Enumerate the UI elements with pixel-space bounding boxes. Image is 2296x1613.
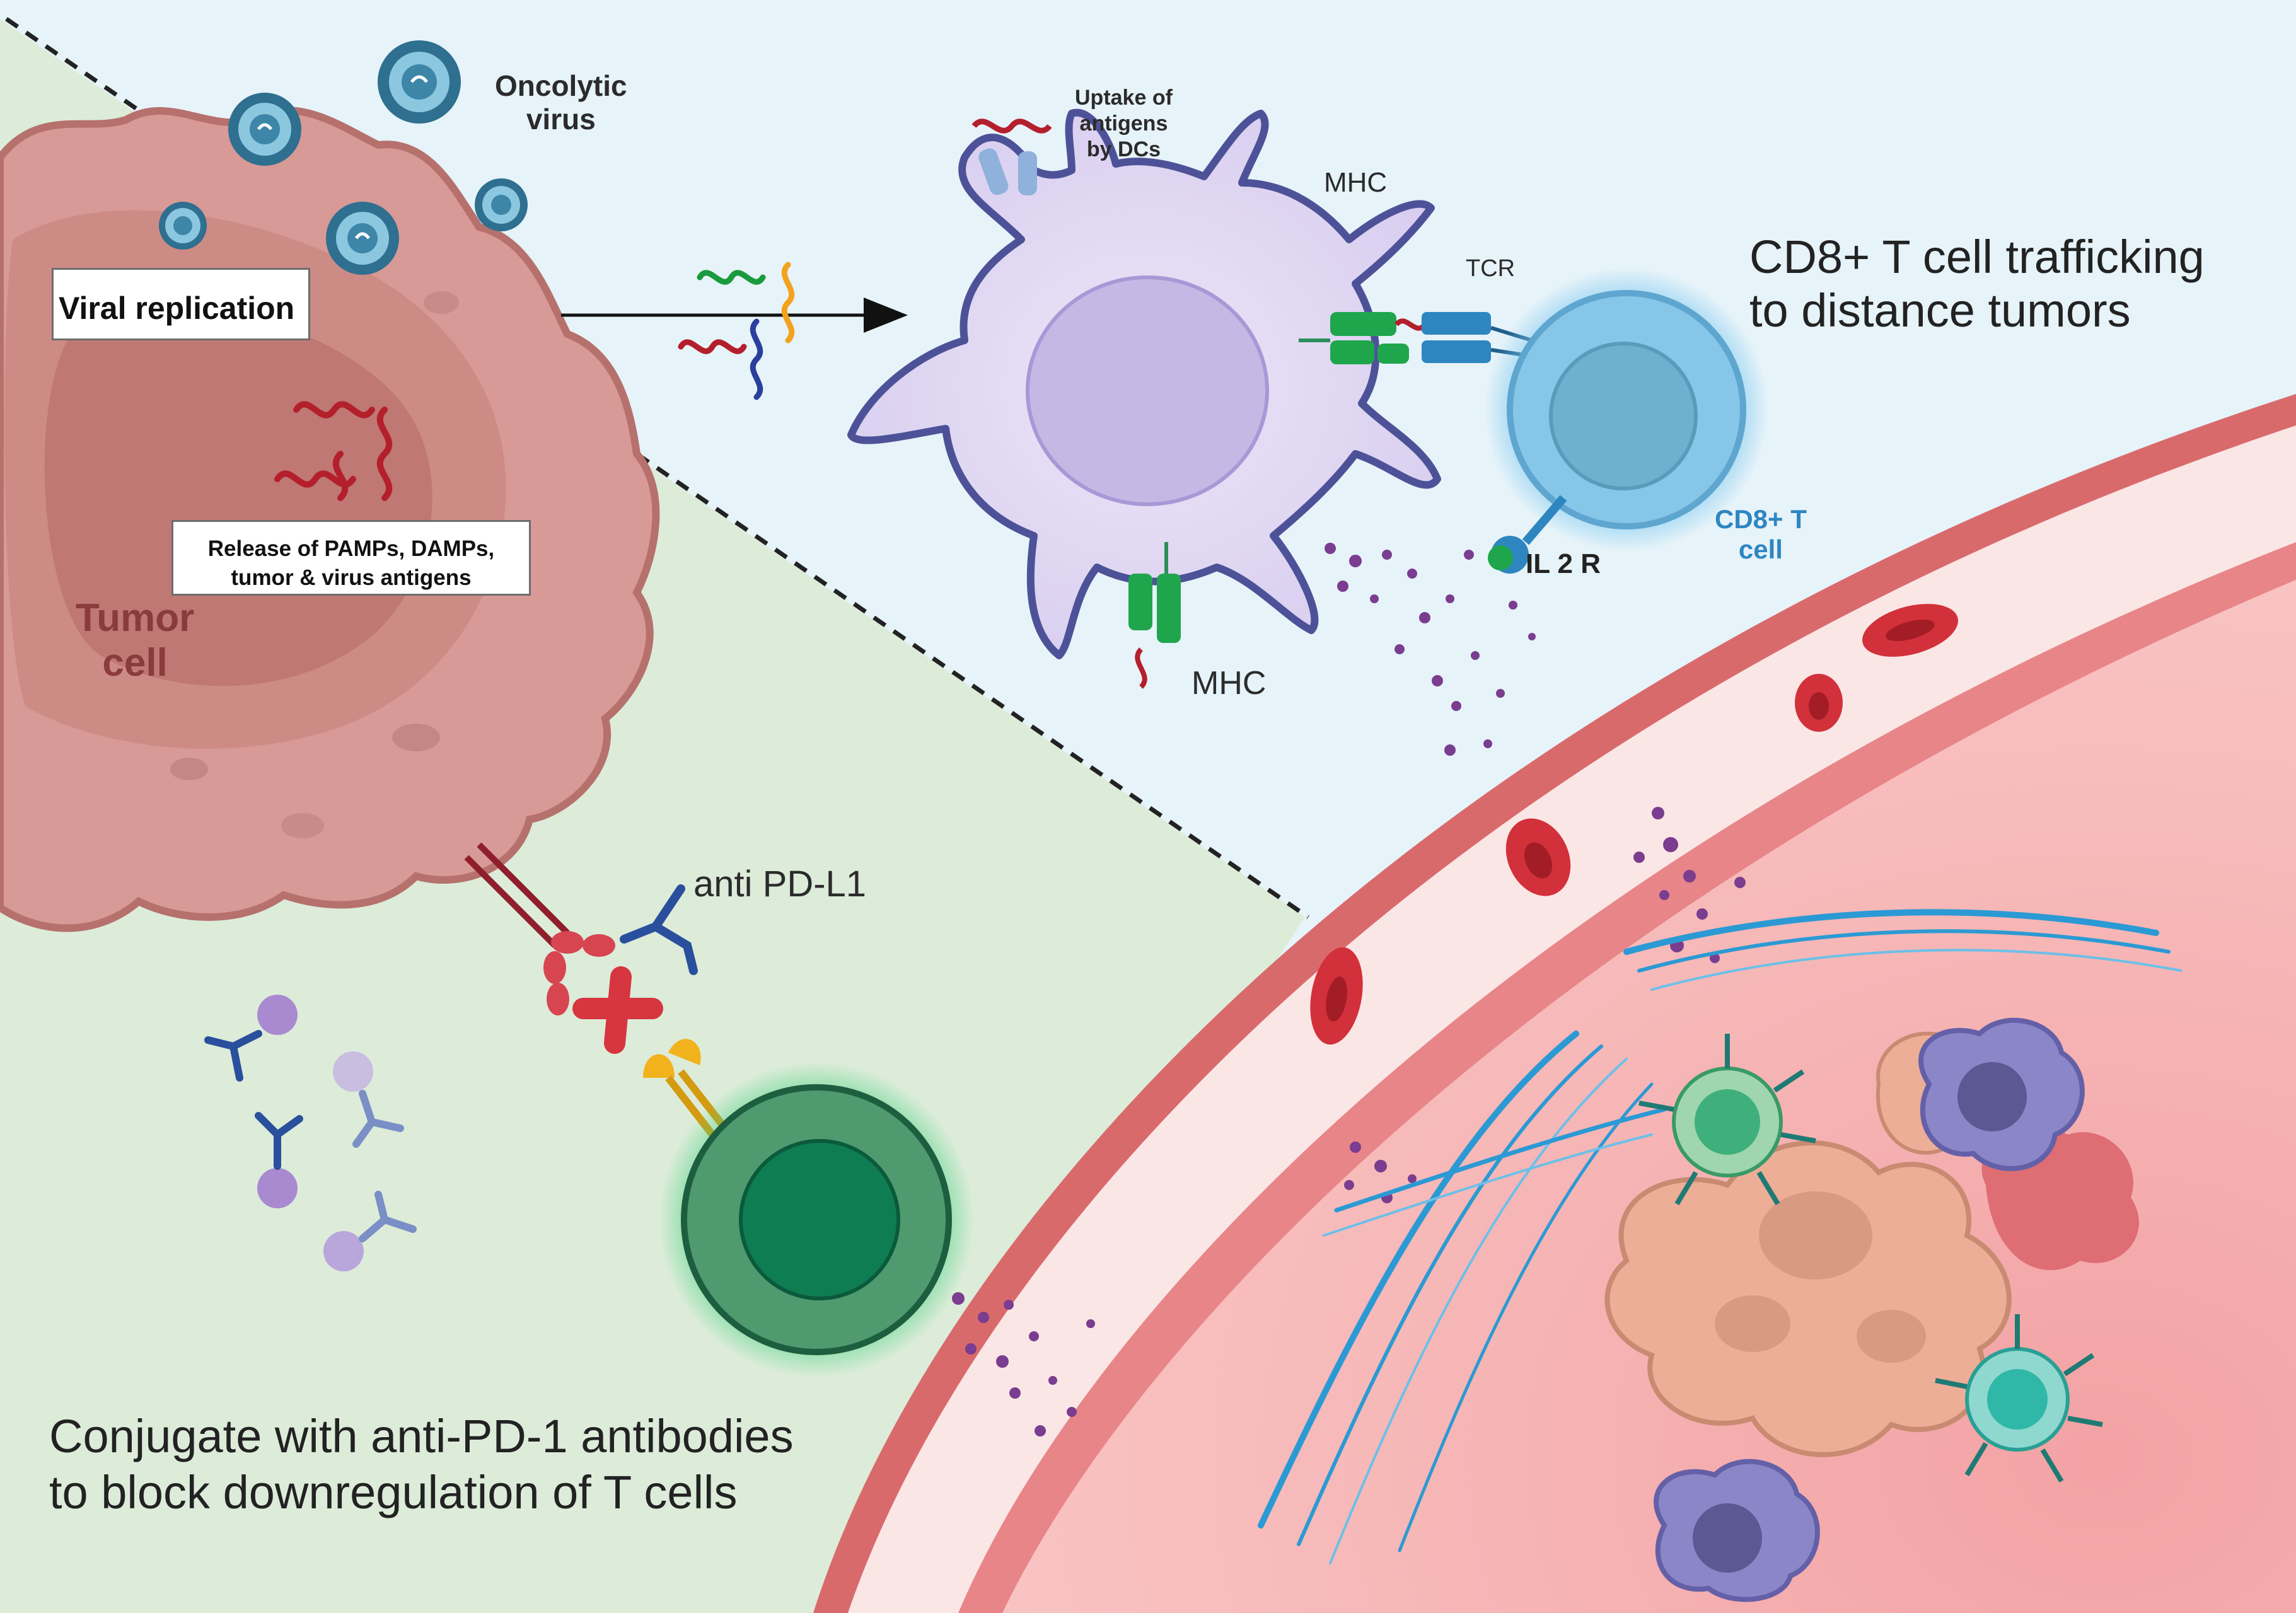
cd8-t-cell — [1485, 268, 1768, 552]
mhc-top — [1299, 312, 1427, 364]
infiltrating-t-cell — [1935, 1314, 2103, 1483]
antigen-squiggles — [274, 401, 393, 501]
oncolytic-virus-label: Oncolytic virus — [495, 69, 627, 136]
virus-icon — [159, 202, 207, 250]
purple-immune-cell — [1918, 1017, 2085, 1171]
virus-icon — [475, 178, 528, 231]
virus-icon — [378, 40, 461, 124]
mhc-top-label: MHC — [1324, 167, 1388, 198]
cd8-trafficking-label: CD8+ T cell trafficking to distance tumo… — [1749, 231, 2205, 337]
infiltrating-t-cell — [1638, 1034, 1816, 1206]
viral-replication-box: Viral replication — [52, 268, 310, 340]
dc-receptor-top — [971, 119, 1052, 195]
conjugate-label: Conjugate with anti-PD-1 antibodies to b… — [49, 1410, 794, 1518]
mhc-bottom-label: MHC — [1191, 665, 1267, 702]
virus-icon — [228, 93, 301, 166]
virus-icon — [326, 202, 399, 275]
tumor-cell-label: Tumor cell — [76, 596, 195, 685]
pd-l1-receptor — [464, 842, 615, 1015]
viral-replication-label: Viral replication — [59, 291, 295, 326]
uptake-label: Uptake of antigens by DCs — [1075, 86, 1173, 161]
antibody-icon — [620, 884, 698, 975]
block-x-icon — [572, 966, 663, 1054]
cd8-cell-label: CD8+ T cell — [1715, 504, 1807, 565]
arrow-to-dc — [561, 298, 908, 333]
collagen-fibers — [1258, 909, 2183, 1564]
t-cell — [659, 1062, 974, 1377]
release-box: Release of PAMPs, DAMPs, tumor & virus a… — [171, 520, 531, 596]
cytokine-dots — [952, 543, 1746, 1437]
tcr-label: TCR — [1466, 255, 1516, 282]
il2r-receptor — [1488, 495, 1567, 574]
purple-immune-cell — [1654, 1459, 1820, 1602]
dendritic-cell — [847, 108, 1441, 659]
antibody-conjugates — [204, 995, 417, 1271]
red-blood-cells — [1310, 604, 1958, 1045]
mhc-bottom — [1128, 542, 1181, 689]
antigen-squiggles — [678, 262, 795, 400]
il2r-label: IL 2 R — [1526, 548, 1601, 579]
anti-pdl1-label: anti PD-L1 — [693, 864, 867, 905]
